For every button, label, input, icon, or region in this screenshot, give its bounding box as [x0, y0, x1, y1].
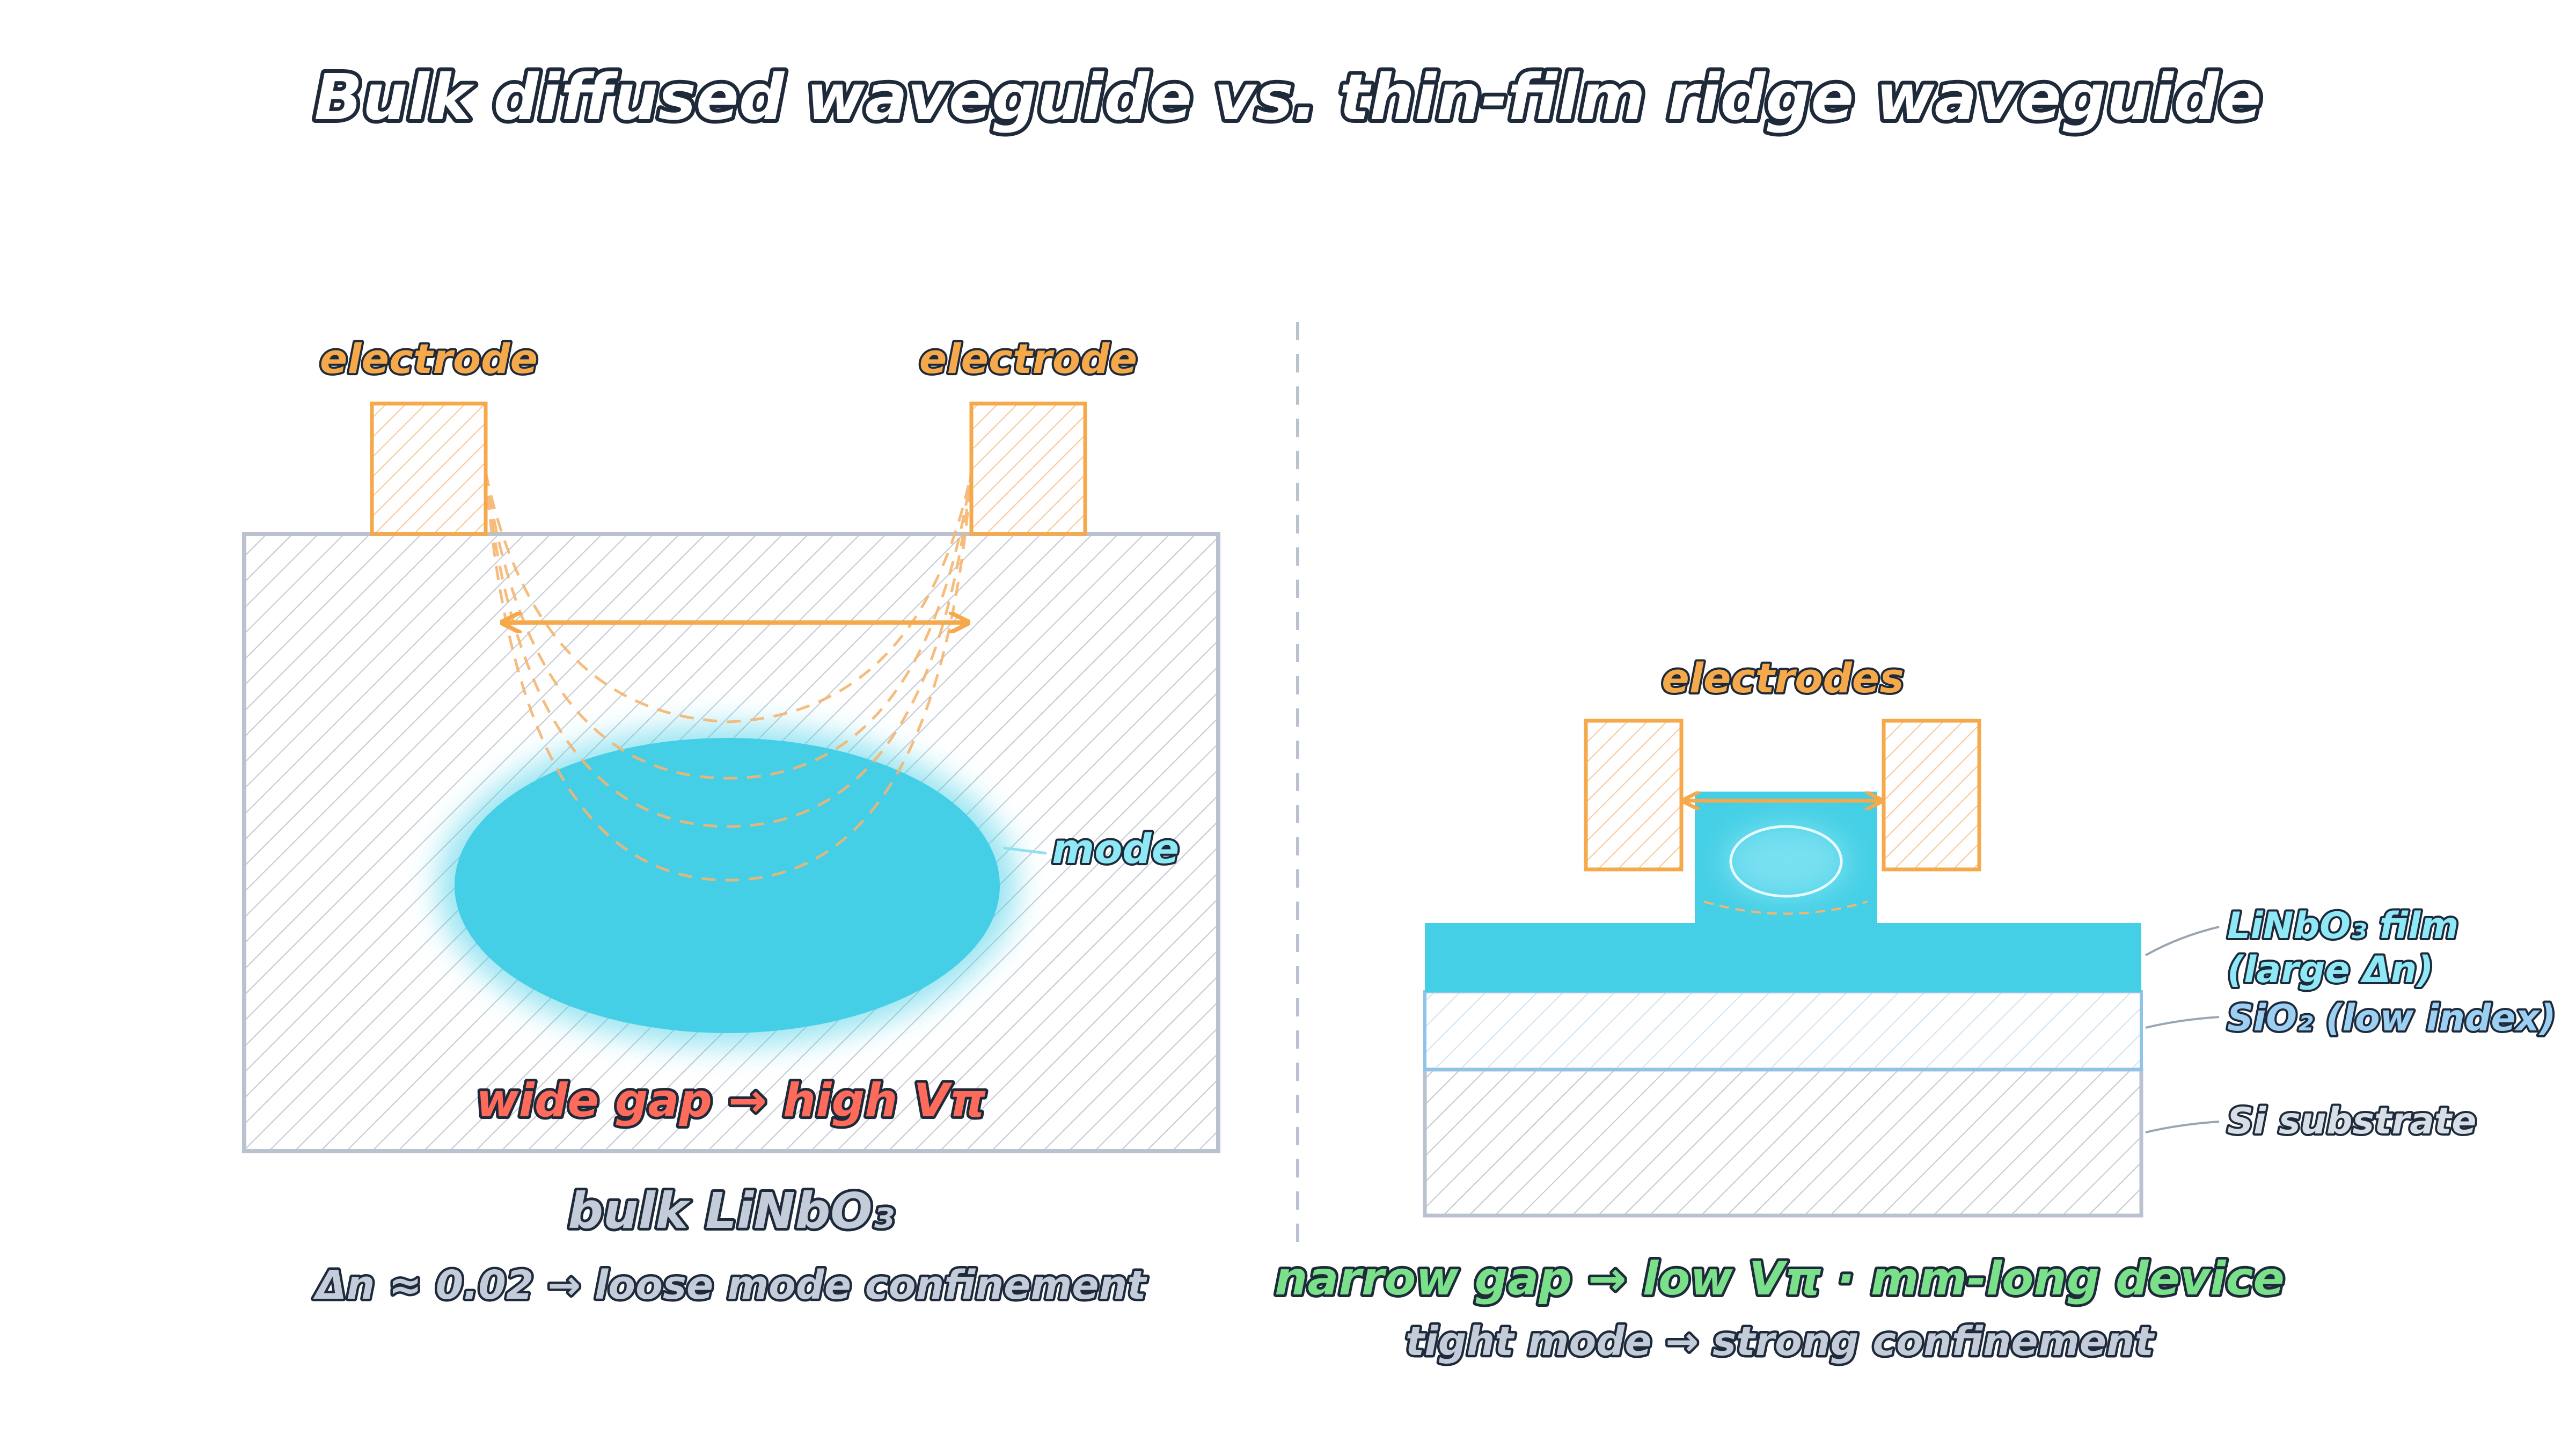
- page-title: Bulk diffused waveguide vs. thin-film ri…: [314, 60, 2262, 134]
- tf-film-label-2: (large Δn): [2227, 949, 2433, 991]
- tf-mode: [1723, 824, 1849, 899]
- bulk-caption-sub: Δn ≈ 0.02 → loose mode confinement: [313, 1262, 1147, 1308]
- bulk-caption-title: bulk LiNbO₃: [568, 1182, 894, 1240]
- bulk-gap-label: wide gap → high Vπ: [476, 1074, 986, 1128]
- tf-electrodes-label: electrodes: [1662, 654, 1904, 702]
- tf-caption-title: narrow gap → low Vπ · mm-long device: [1275, 1252, 2285, 1306]
- tf-electrode-right: [1882, 719, 1981, 872]
- tf-si-label: Si substrate: [2227, 1100, 2477, 1143]
- bulk-field-lines: [484, 472, 973, 882]
- tf-sio2-layer: [1423, 990, 2143, 1071]
- bulk-electrode-right-label: electrode: [919, 335, 1137, 383]
- bulk-mode-leader: [1003, 846, 1047, 855]
- tf-caption-sub: tight mode → strong confinement: [1406, 1319, 2155, 1365]
- bulk-electrode-right: [969, 401, 1087, 536]
- bulk-electrode-left-label: electrode: [320, 335, 538, 383]
- tf-field-line: [1703, 901, 1868, 915]
- bulk-mode: [437, 724, 1017, 1046]
- tf-layer-leaders: [2145, 926, 2220, 1133]
- tf-si-substrate: [1423, 1067, 2143, 1218]
- tf-linbo3-film: [1425, 923, 2141, 992]
- tf-electrode-left: [1584, 719, 1684, 872]
- tf-film-label-1: LiNbO₃ film: [2227, 905, 2458, 947]
- bulk-electrode-left: [370, 401, 488, 536]
- bulk-mode-label: mode: [1052, 825, 1179, 873]
- tf-sio2-label: SiO₂ (low index): [2227, 997, 2556, 1040]
